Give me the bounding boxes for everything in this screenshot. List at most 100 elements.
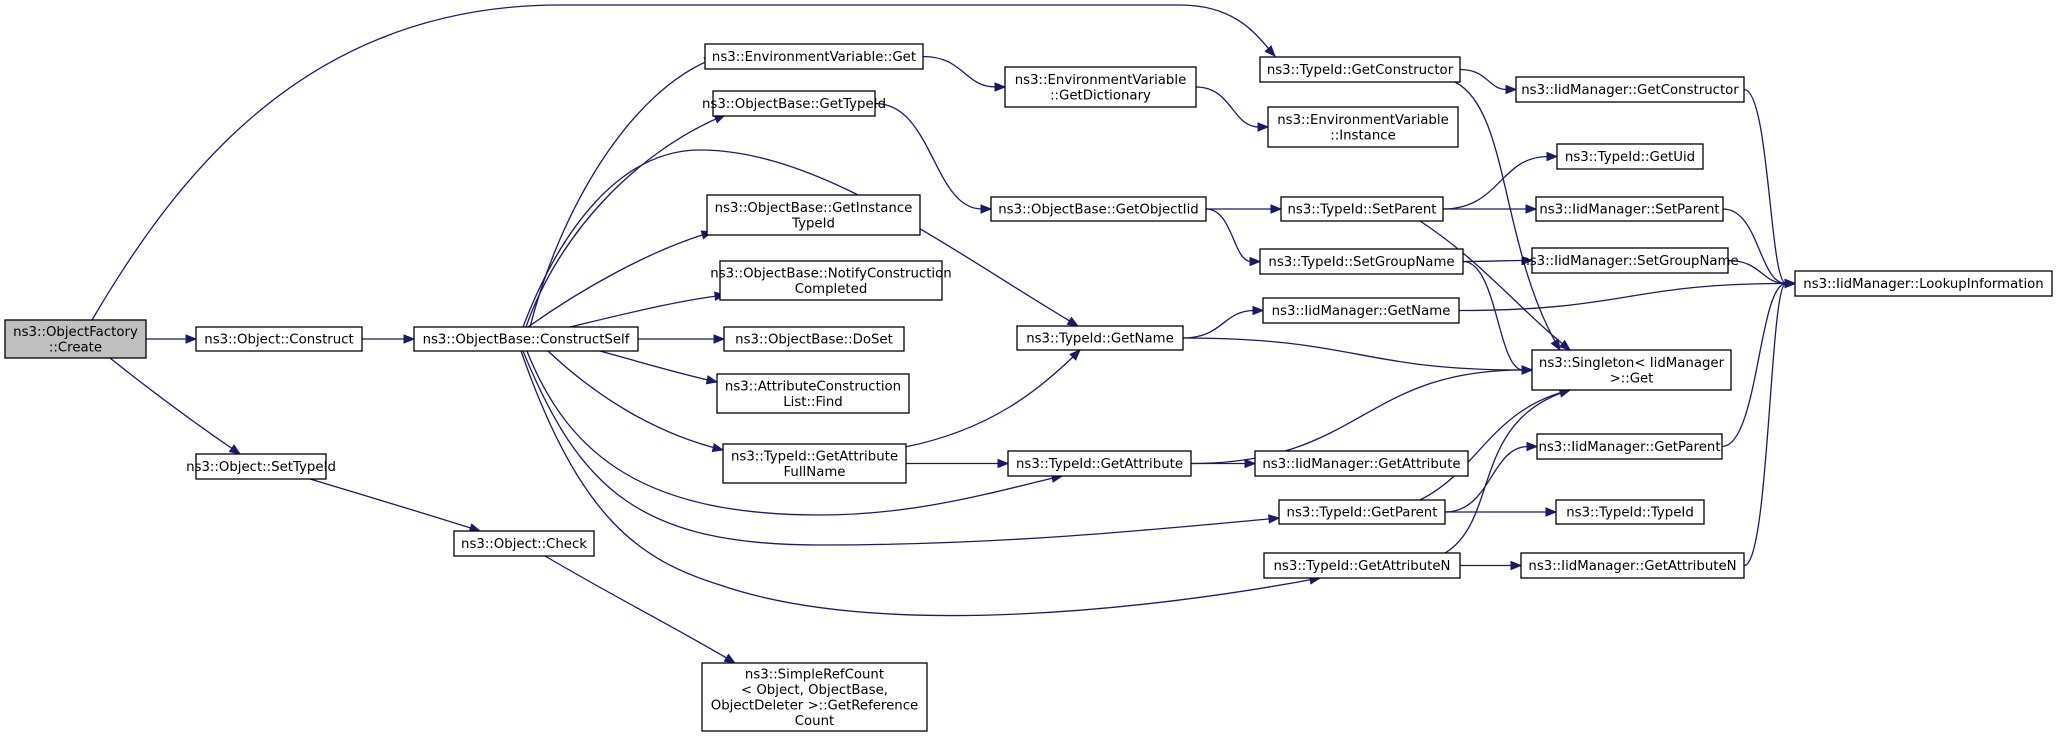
node-box[interactable] xyxy=(4,319,147,359)
edge-env_get-to-env_getdict xyxy=(922,55,1007,92)
node-singleton_get[interactable]: ns3::Singleton< IidManager>::Get xyxy=(1531,349,1732,391)
node-box[interactable] xyxy=(1536,433,1723,460)
node-iid_setgroupname[interactable]: ns3::IidManager::SetGroupName xyxy=(1521,247,1739,274)
edge-line xyxy=(1182,337,1524,371)
node-box[interactable] xyxy=(1531,247,1729,274)
node-src_getrefcount[interactable]: ns3::SimpleRefCount< Object, ObjectBase,… xyxy=(701,662,928,732)
edge-tid_getconstructor-to-iid_getconstructor xyxy=(1459,68,1518,95)
node-box[interactable] xyxy=(1535,196,1724,222)
node-label-line: ns3::Object::Check xyxy=(461,537,587,552)
node-box[interactable] xyxy=(1556,143,1704,170)
node-box[interactable] xyxy=(722,443,907,484)
node-label-line: ns3::TypeId::SetGroupName xyxy=(1268,255,1454,270)
edge-line xyxy=(91,4,1276,321)
node-obj_construct[interactable]: ns3::Object::Construct xyxy=(195,326,363,352)
node-box[interactable] xyxy=(704,43,924,70)
node-iid_getname[interactable]: ns3::IidManager::GetName xyxy=(1262,297,1460,324)
node-box[interactable] xyxy=(413,326,639,352)
edge-ob_constructself-to-env_get xyxy=(529,57,717,328)
node-label-line: ns3::EnvironmentVariable xyxy=(1015,73,1187,88)
node-box[interactable] xyxy=(1520,552,1745,579)
node-ob_doset[interactable]: ns3::ObjectBase::DoSet xyxy=(723,326,905,352)
node-tid_setgroupname[interactable]: ns3::TypeId::SetGroupName xyxy=(1259,248,1464,275)
node-box[interactable] xyxy=(1004,66,1197,108)
node-box[interactable] xyxy=(1007,450,1192,477)
edge-arrowhead xyxy=(1505,84,1518,95)
node-tid_getattribute[interactable]: ns3::TypeId::GetAttribute xyxy=(1007,450,1192,477)
node-iid_getattribute[interactable]: ns3::IidManager::GetAttribute xyxy=(1254,450,1469,477)
edge-line xyxy=(547,350,724,451)
node-box[interactable] xyxy=(1259,248,1464,275)
node-box[interactable] xyxy=(719,260,943,301)
edge-tid_getparent-to-tid_typeid xyxy=(1444,507,1558,517)
node-iid_getparent[interactable]: ns3::IidManager::GetParent xyxy=(1536,433,1723,460)
edge-arrowhead xyxy=(994,82,1007,92)
node-ob_notify[interactable]: ns3::ObjectBase::NotifyConstructionCompl… xyxy=(710,260,952,301)
node-env_instance[interactable]: ns3::EnvironmentVariable::Instance xyxy=(1267,106,1459,148)
edge-of_create-to-tid_getconstructor xyxy=(91,4,1276,321)
node-box[interactable] xyxy=(1254,450,1469,477)
node-tid_getattributen[interactable]: ns3::TypeId::GetAttributeN xyxy=(1263,552,1461,579)
edge-tid_getattributen-to-iid_getattributen xyxy=(1460,560,1523,571)
edge-ob_constructself-to-acl_find xyxy=(599,350,719,385)
node-obj_settypeid[interactable]: ns3::Object::SetTypeId xyxy=(186,453,336,480)
node-box[interactable] xyxy=(1531,349,1732,391)
node-tid_setparent[interactable]: ns3::TypeId::SetParent xyxy=(1280,196,1444,222)
node-env_getdict[interactable]: ns3::EnvironmentVariable::GetDictionary xyxy=(1004,66,1197,108)
node-box[interactable] xyxy=(712,90,876,117)
node-box[interactable] xyxy=(706,194,921,236)
edge-line xyxy=(1190,369,1524,465)
edge-line xyxy=(1444,389,1571,554)
node-tid_getconstructor[interactable]: ns3::TypeId::GetConstructor xyxy=(1259,56,1461,83)
node-ob_constructself[interactable]: ns3::ObjectBase::ConstructSelf xyxy=(413,326,639,352)
edge-line xyxy=(109,357,241,455)
node-box[interactable] xyxy=(723,326,905,352)
node-box[interactable] xyxy=(195,453,327,480)
node-label-line: ns3::Object::SetTypeId xyxy=(186,460,336,475)
node-box[interactable] xyxy=(1016,325,1184,351)
node-obj_check[interactable]: ns3::Object::Check xyxy=(453,530,595,557)
node-box[interactable] xyxy=(1263,552,1461,579)
node-label-line: Count xyxy=(795,714,835,729)
node-tid_getuid[interactable]: ns3::TypeId::GetUid xyxy=(1556,143,1704,170)
node-label-line: ns3::ObjectBase::DoSet xyxy=(735,333,893,348)
node-box[interactable] xyxy=(1278,499,1446,525)
node-box[interactable] xyxy=(1267,106,1459,148)
node-box[interactable] xyxy=(1259,56,1461,83)
edge-obj_construct-to-ob_constructself xyxy=(362,334,416,344)
node-box[interactable] xyxy=(1280,196,1444,222)
edge-line xyxy=(1182,309,1255,339)
node-box[interactable] xyxy=(990,196,1207,222)
node-env_get[interactable]: ns3::EnvironmentVariable::Get xyxy=(704,43,924,70)
node-tid_getparent[interactable]: ns3::TypeId::GetParent xyxy=(1278,499,1446,525)
node-label-line: ns3::TypeId::GetConstructor xyxy=(1267,63,1454,78)
edge-arrowhead xyxy=(1546,151,1559,162)
node-ob_getobjectiid[interactable]: ns3::ObjectBase::GetObjectIid xyxy=(990,196,1207,222)
node-of_create[interactable]: ns3::ObjectFactory::Create xyxy=(4,319,147,359)
node-iid_lookupinfo[interactable]: ns3::IidManager::LookupInformation xyxy=(1794,270,2053,297)
node-ob_gettypeid[interactable]: ns3::ObjectBase::GetTypeId xyxy=(702,90,886,117)
node-box[interactable] xyxy=(1515,76,1745,103)
node-box[interactable] xyxy=(195,326,363,352)
edge-tid_setgroupname-to-iid_setgroupname xyxy=(1462,255,1534,266)
edge-arrowhead xyxy=(1268,514,1281,524)
edge-ob_constructself-to-tid_getattrfullname xyxy=(547,350,725,453)
edge-line xyxy=(1195,86,1260,128)
node-tid_getname[interactable]: ns3::TypeId::GetName xyxy=(1016,325,1184,351)
node-iid_setparent[interactable]: ns3::IidManager::SetParent xyxy=(1535,196,1724,222)
edge-ob_constructself-to-ob_notify xyxy=(569,291,727,328)
node-box[interactable] xyxy=(1794,270,2053,297)
node-box[interactable] xyxy=(453,530,595,557)
node-tid_typeid[interactable]: ns3::TypeId::TypeId xyxy=(1555,499,1705,525)
node-label-line: ns3::Object::Construct xyxy=(204,333,353,348)
node-box[interactable] xyxy=(1262,297,1460,324)
edge-line xyxy=(1459,68,1508,91)
node-box[interactable] xyxy=(1555,499,1705,525)
node-iid_getattributen[interactable]: ns3::IidManager::GetAttributeN xyxy=(1520,552,1745,579)
node-iid_getconstructor[interactable]: ns3::IidManager::GetConstructor xyxy=(1515,76,1745,103)
node-box[interactable] xyxy=(701,662,928,732)
node-box[interactable] xyxy=(716,373,910,414)
